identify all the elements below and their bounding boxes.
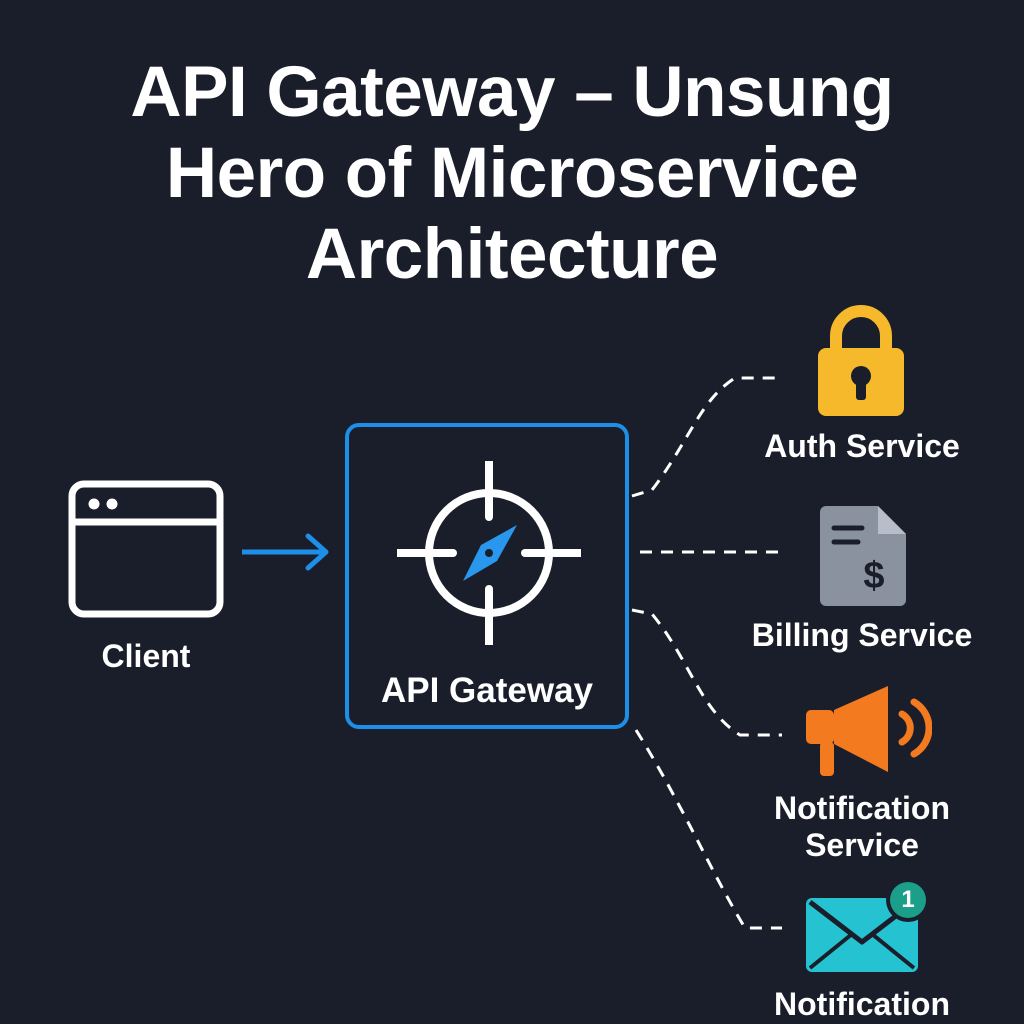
api-gateway-node: API Gateway bbox=[345, 423, 629, 729]
envelope-icon bbox=[806, 878, 930, 972]
invoice-dollar-icon: $ bbox=[820, 506, 906, 606]
page-title: API Gateway – Unsung Hero of Microservic… bbox=[0, 52, 1024, 295]
notification-service-label-line-2: Service bbox=[805, 827, 919, 863]
compass-crosshair-icon bbox=[397, 461, 581, 645]
link-notification-email bbox=[634, 729, 782, 930]
client-to-gateway-arrow bbox=[242, 533, 329, 571]
link-notification-service bbox=[631, 608, 782, 737]
browser-window-icon bbox=[68, 480, 224, 618]
title-line-2: Hero of Microservice bbox=[165, 134, 859, 213]
link-auth-service bbox=[631, 376, 782, 498]
notification-service-label-line-1: Notification bbox=[774, 790, 950, 826]
notification-label: Notification bbox=[774, 986, 950, 1022]
client-label: Client bbox=[101, 638, 191, 674]
notification-service-label: Notification Service bbox=[742, 790, 982, 864]
notification-badge: 1 bbox=[901, 886, 915, 913]
lock-icon bbox=[818, 305, 904, 416]
api-gateway-label: API Gateway bbox=[380, 671, 594, 710]
title-line-3: Architecture bbox=[305, 215, 719, 294]
megaphone-icon bbox=[806, 686, 932, 776]
svg-text:$: $ bbox=[863, 555, 884, 597]
billing-service-label: Billing Service bbox=[751, 617, 973, 653]
title-line-1: API Gateway – Unsung bbox=[130, 53, 894, 132]
auth-service-label: Auth Service bbox=[764, 428, 960, 464]
